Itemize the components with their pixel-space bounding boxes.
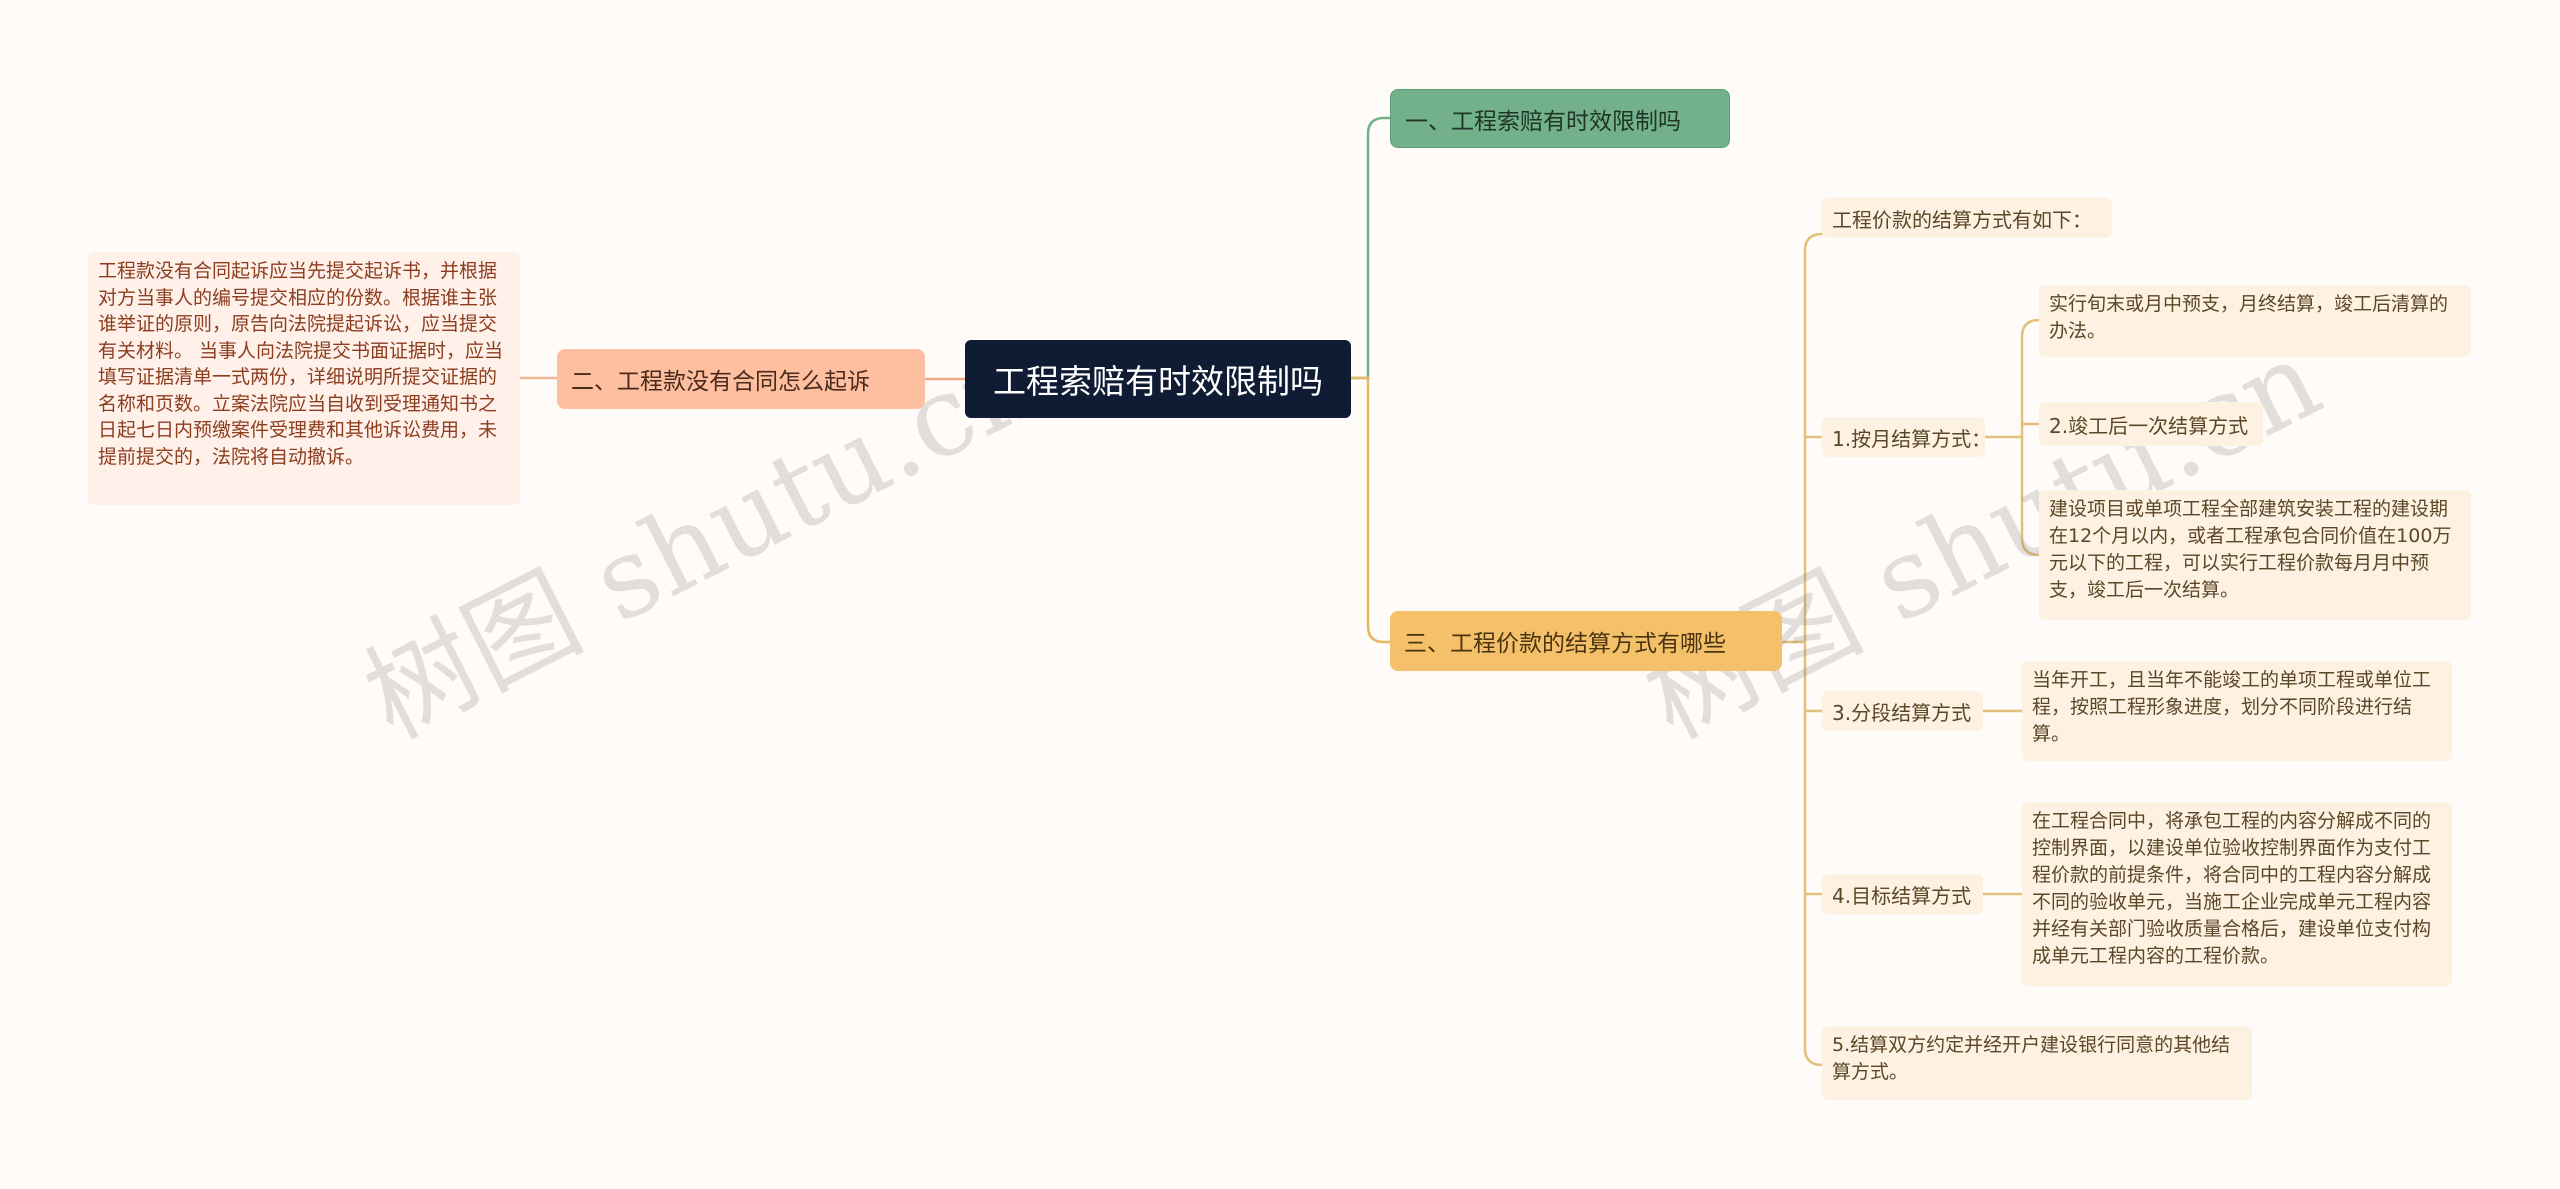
branch-time-limit[interactable]: 一、工程索赔有时效限制吗 — [1390, 89, 1730, 148]
target-settlement-label[interactable]: 4.目标结算方式 — [1822, 874, 1983, 914]
branch-no-contract-lawsuit[interactable]: 二、工程款没有合同怎么起诉 — [557, 349, 925, 409]
settlement-intro: 工程价款的结算方式有如下： — [1822, 198, 2112, 238]
other-settlement: 5.结算双方约定并经开户建设银行同意的其他结算方式。 — [1822, 1026, 2252, 1100]
staged-settlement-detail: 当年开工，且当年不能竣工的单项工程或单位工程，按照工程形象进度，划分不同阶段进行… — [2022, 661, 2452, 761]
staged-settlement-label[interactable]: 3.分段结算方式 — [1822, 691, 1983, 731]
branch-settlement-methods[interactable]: 三、工程价款的结算方式有哪些 — [1390, 611, 1782, 671]
monthly-settlement-label[interactable]: 1.按月结算方式： — [1822, 417, 1991, 457]
monthly-settlement-item: 2.竣工后一次结算方式 — [2039, 402, 2263, 446]
monthly-settlement-item: 实行旬末或月中预支，月终结算，竣工后清算的办法。 — [2039, 285, 2471, 357]
target-settlement-detail: 在工程合同中，将承包工程的内容分解成不同的控制界面，以建设单位验收控制界面作为支… — [2022, 802, 2452, 986]
no-contract-lawsuit-detail: 工程款没有合同起诉应当先提交起诉书，并根据对方当事人的编号提交相应的份数。根据谁… — [88, 252, 520, 505]
root-node[interactable]: 工程索赔有时效限制吗 — [965, 340, 1351, 418]
monthly-settlement-item: 建设项目或单项工程全部建筑安装工程的建设期在12个月以内，或者工程承包合同价值在… — [2039, 490, 2471, 620]
